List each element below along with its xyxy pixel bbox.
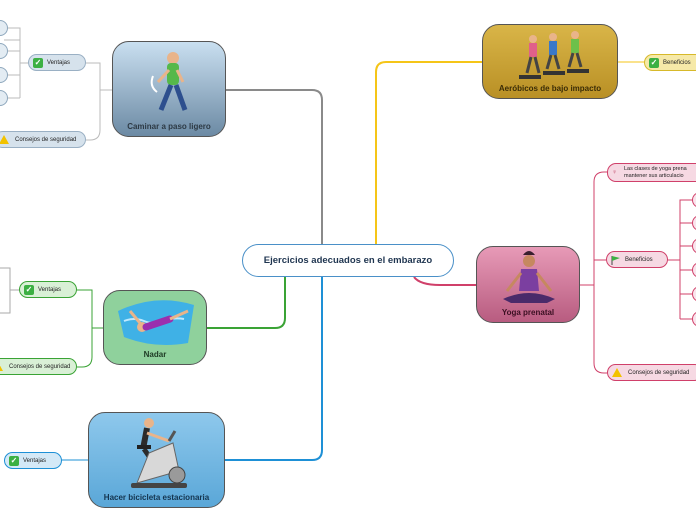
topic-nadar-title: Nadar <box>143 350 167 359</box>
stationary-bike-icon <box>131 418 187 488</box>
walking-person-icon <box>150 52 188 111</box>
yoga-consejos-label: Consejos de seguridad <box>628 369 690 376</box>
topic-caminar-title: Caminar a paso ligero <box>127 122 211 131</box>
topic-aerobicos[interactable]: Aeróbicos de bajo impacto <box>482 24 618 99</box>
caminar-ventajas-label: Ventajas <box>47 59 71 66</box>
caminar-ventajas-pill[interactable]: ✓ Ventajas <box>28 54 86 71</box>
caminar-consejos-pill[interactable]: Consejos de seguridad <box>0 131 86 148</box>
person-icon: ♀ <box>612 168 618 176</box>
aerobics-group-icon <box>519 31 589 79</box>
nadar-ventajas-pill[interactable]: ✓ Ventajas <box>19 281 77 298</box>
nadar-consejos-pill[interactable]: Consejos de seguridad <box>0 358 77 375</box>
yoga-consejos-pill[interactable]: Consejos de seguridad <box>607 364 696 381</box>
checkmark-icon: ✓ <box>33 57 43 68</box>
bicicleta-ventajas-pill[interactable]: ✓ Ventajas <box>4 452 62 469</box>
yoga-note-line1: Las clases de yoga prena <box>624 165 687 172</box>
aerobicos-beneficios-pill[interactable]: ✓ Beneficios <box>644 54 696 71</box>
yoga-note-pill[interactable]: ♀ Las clases de yoga prena mantener sus … <box>607 163 696 182</box>
yoga-note-line2: mantener sus articulacio <box>624 172 684 179</box>
central-topic[interactable]: Ejercicios adecuados en el embarazo <box>242 244 454 277</box>
topic-aerobicos-title: Aeróbicos de bajo impacto <box>498 84 602 93</box>
caminar-consejos-label: Consejos de seguridad <box>15 136 77 143</box>
bicicleta-ventajas-label: Ventajas <box>23 457 47 464</box>
yoga-beneficios-label: Beneficios <box>625 256 653 263</box>
topic-nadar[interactable]: Nadar <box>103 290 207 365</box>
topic-yoga-title: Yoga prenatal <box>501 308 555 317</box>
yoga-beneficios-pill[interactable]: Beneficios <box>606 251 668 268</box>
flag-icon <box>611 255 620 265</box>
topic-caminar[interactable]: Caminar a paso ligero <box>112 41 226 137</box>
topic-yoga[interactable]: Yoga prenatal <box>476 246 580 323</box>
nadar-ventajas-label: Ventajas <box>38 286 62 293</box>
nadar-consejos-label: Consejos de seguridad <box>9 363 71 370</box>
yoga-pose-icon <box>503 251 555 303</box>
checkmark-icon: ✓ <box>9 455 19 466</box>
swimmer-icon <box>118 300 194 345</box>
warning-icon <box>0 362 3 371</box>
checkmark-icon: ✓ <box>24 284 34 295</box>
checkmark-icon: ✓ <box>649 57 659 68</box>
topic-bicicleta[interactable]: Hacer bicicleta estacionaria <box>88 412 225 508</box>
topic-bicicleta-title: Hacer bicicleta estacionaria <box>103 493 210 502</box>
aerobicos-beneficios-label: Beneficios <box>663 59 691 66</box>
central-topic-title: Ejercicios adecuados en el embarazo <box>263 254 433 266</box>
warning-icon <box>0 135 9 144</box>
warning-icon <box>612 368 622 377</box>
